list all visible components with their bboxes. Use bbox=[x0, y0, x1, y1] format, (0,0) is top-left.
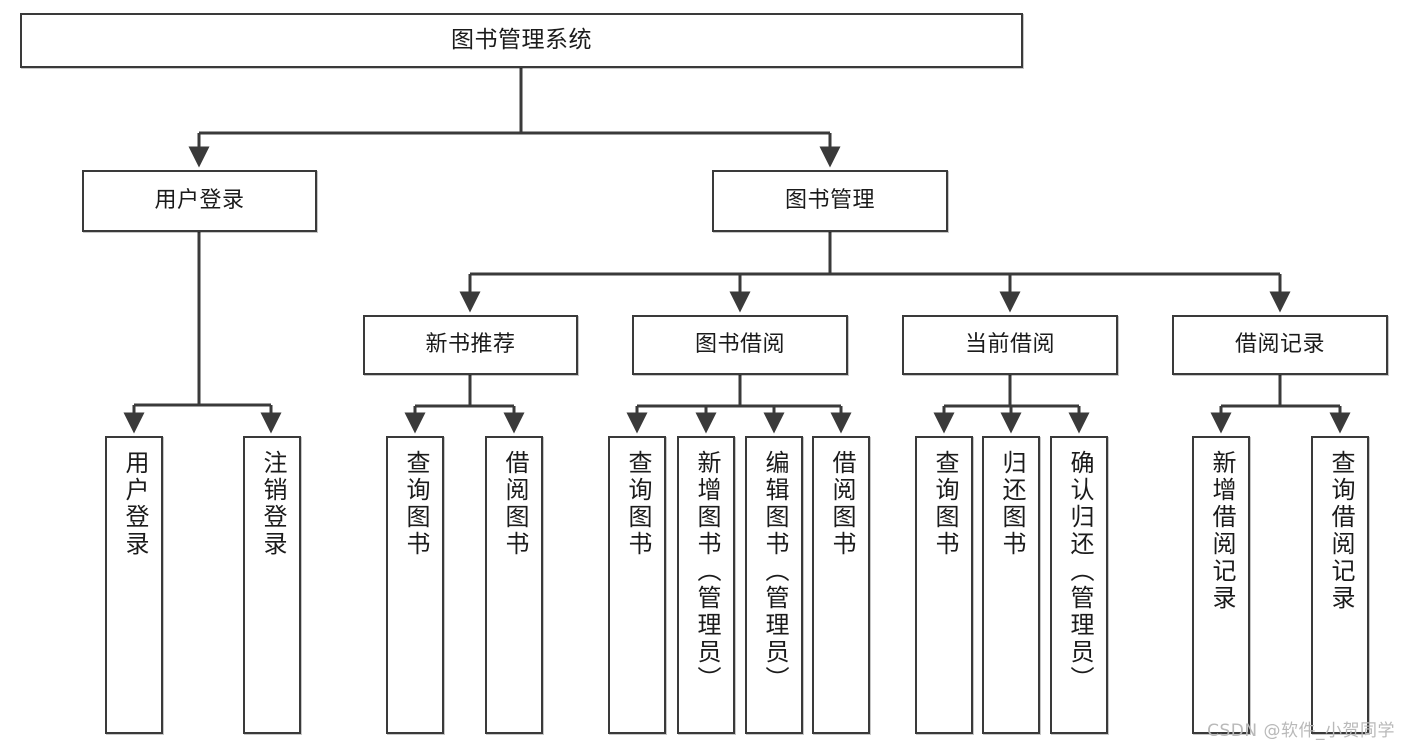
node-leaf-edit-book[interactable]: 编辑图书（管理员） bbox=[745, 436, 803, 734]
node-borrow-record[interactable]: 借阅记录 bbox=[1172, 315, 1388, 375]
node-leaf-query-book-recommend[interactable]: 查询图书 bbox=[386, 436, 444, 734]
node-label: 图书管理 bbox=[784, 187, 875, 213]
node-new-book-recommend[interactable]: 新书推荐 bbox=[363, 315, 578, 375]
node-label: 新增借阅记录 bbox=[1207, 450, 1236, 612]
node-label: 新书推荐 bbox=[425, 331, 516, 357]
node-leaf-logout-login[interactable]: 注销登录 bbox=[243, 436, 301, 734]
node-book-manage[interactable]: 图书管理 bbox=[712, 170, 948, 232]
node-label: 编辑图书（管理员） bbox=[760, 450, 789, 693]
node-leaf-query-book-current[interactable]: 查询图书 bbox=[915, 436, 973, 734]
node-leaf-borrow-book-recommend[interactable]: 借阅图书 bbox=[485, 436, 543, 734]
node-label: 查询借阅记录 bbox=[1326, 450, 1355, 612]
node-label: 归还图书 bbox=[997, 450, 1026, 558]
node-label: 查询图书 bbox=[401, 450, 430, 558]
node-book-borrow[interactable]: 图书借阅 bbox=[632, 315, 848, 375]
node-label: 用户登录 bbox=[154, 187, 245, 213]
node-label: 图书借阅 bbox=[694, 331, 785, 357]
node-label: 注销登录 bbox=[258, 450, 287, 558]
watermark-text: CSDN @软件_小贺同学 bbox=[1207, 721, 1395, 741]
node-leaf-return-book[interactable]: 归还图书 bbox=[982, 436, 1040, 734]
node-label: 用户登录 bbox=[120, 450, 149, 558]
node-leaf-user-login[interactable]: 用户登录 bbox=[105, 436, 163, 734]
node-leaf-query-borrow-record[interactable]: 查询借阅记录 bbox=[1311, 436, 1369, 734]
node-label: 新增图书（管理员） bbox=[692, 450, 721, 693]
node-leaf-add-book[interactable]: 新增图书（管理员） bbox=[677, 436, 735, 734]
node-current-borrow[interactable]: 当前借阅 bbox=[902, 315, 1118, 375]
node-user-login[interactable]: 用户登录 bbox=[82, 170, 317, 232]
node-leaf-borrow-book[interactable]: 借阅图书 bbox=[812, 436, 870, 734]
node-label: 查询图书 bbox=[930, 450, 959, 558]
node-label: 当前借阅 bbox=[964, 331, 1055, 357]
node-label: 确认归还（管理员） bbox=[1065, 450, 1094, 693]
node-leaf-add-borrow-record[interactable]: 新增借阅记录 bbox=[1192, 436, 1250, 734]
node-leaf-confirm-return[interactable]: 确认归还（管理员） bbox=[1050, 436, 1108, 734]
node-leaf-query-book-borrow[interactable]: 查询图书 bbox=[608, 436, 666, 734]
node-label: 借阅记录 bbox=[1234, 331, 1325, 357]
node-label: 借阅图书 bbox=[827, 450, 856, 558]
node-label: 查询图书 bbox=[623, 450, 652, 558]
node-book-management-system[interactable]: 图书管理系统 bbox=[20, 13, 1023, 68]
node-label: 借阅图书 bbox=[500, 450, 529, 558]
node-label: 图书管理系统 bbox=[451, 27, 592, 54]
